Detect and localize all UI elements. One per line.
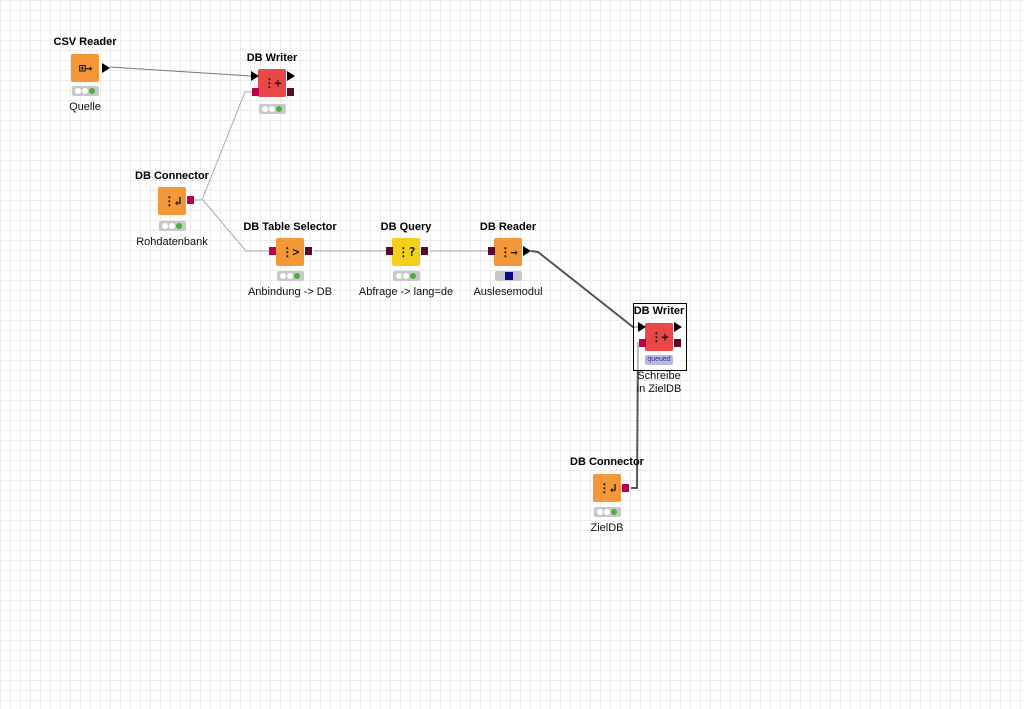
db-output-port[interactable] <box>622 484 629 492</box>
table-arrow-icon[interactable]: ⊞→ <box>71 54 99 82</box>
node-db-connector[interactable]: DB Connector ⋮↲ Rohdatenbank <box>117 170 227 250</box>
status-queued-badge: queued <box>645 355 673 365</box>
node-label[interactable]: Auslesemodul <box>473 286 543 298</box>
db-write-icon[interactable]: ⋮+ <box>258 69 286 97</box>
output-port[interactable] <box>287 88 294 96</box>
node-title: DB Connector <box>135 170 209 182</box>
node-db-table-selector[interactable]: DB Table Selector ⋮> Anbindung -> DB <box>235 221 345 301</box>
db-connect-icon[interactable]: ⋮↲ <box>158 187 186 215</box>
db-output-port[interactable] <box>305 247 312 255</box>
node-title: DB Table Selector <box>243 221 337 233</box>
status-indicator <box>594 507 621 517</box>
node-title: DB Writer <box>246 52 298 64</box>
node-label-line2[interactable]: in ZielDB <box>636 383 682 395</box>
node-csv-reader[interactable]: CSV Reader ⊞→ Quelle <box>30 36 140 116</box>
node-title: DB Reader <box>479 221 537 233</box>
input-port[interactable] <box>638 322 646 332</box>
output-port[interactable] <box>102 63 110 73</box>
output-port[interactable] <box>523 246 531 256</box>
db-select-icon[interactable]: ⋮> <box>276 238 304 266</box>
node-title: CSV Reader <box>53 36 117 48</box>
node-label[interactable]: Rohdatenbank <box>136 236 208 248</box>
db-input-port[interactable] <box>639 339 646 347</box>
output-port[interactable] <box>674 339 681 347</box>
db-output-port[interactable] <box>421 247 428 255</box>
node-title: DB Connector <box>570 456 644 468</box>
node-db-query[interactable]: DB Query ⋮? Abfrage -> lang=de <box>351 221 461 301</box>
node-label[interactable]: ZielDB <box>590 522 624 534</box>
status-indicator <box>277 271 304 281</box>
db-input-port[interactable] <box>252 88 259 96</box>
db-connect-icon[interactable]: ⋮↲ <box>593 474 621 502</box>
node-title: DB Writer <box>633 305 685 317</box>
db-input-port[interactable] <box>386 247 393 255</box>
node-title: DB Query <box>380 221 432 233</box>
input-port[interactable] <box>251 71 259 81</box>
db-read-icon[interactable]: ⋮→ <box>494 238 522 266</box>
node-db-writer-zieldb[interactable]: DB Writer ⋮+ queued Schreibe in ZielDB <box>604 305 714 397</box>
db-write-icon[interactable]: ⋮+ <box>645 323 673 351</box>
status-executing <box>495 271 522 281</box>
connection-dbconnector-to-tableselector[interactable] <box>194 199 270 252</box>
status-indicator <box>159 221 186 231</box>
db-query-icon[interactable]: ⋮? <box>392 238 420 266</box>
status-indicator <box>259 104 286 114</box>
output-port[interactable] <box>674 322 682 332</box>
node-label[interactable]: Abfrage -> lang=de <box>358 286 454 298</box>
node-label[interactable]: Anbindung -> DB <box>247 286 333 298</box>
node-label[interactable]: Quelle <box>69 101 101 113</box>
status-indicator <box>393 271 420 281</box>
status-indicator <box>72 86 99 96</box>
node-db-reader[interactable]: DB Reader ⋮→ Auslesemodul <box>453 221 563 301</box>
node-db-writer[interactable]: DB Writer ⋮+ <box>217 52 327 116</box>
db-input-port[interactable] <box>488 247 495 255</box>
node-db-connector-zieldb[interactable]: DB Connector ⋮↲ ZielDB <box>552 456 662 536</box>
output-port[interactable] <box>287 71 295 81</box>
db-input-port[interactable] <box>269 247 276 255</box>
connection-csv-to-dbwriter[interactable] <box>109 66 252 77</box>
node-label-line1[interactable]: Schreibe <box>637 370 681 382</box>
db-output-port[interactable] <box>187 196 194 204</box>
